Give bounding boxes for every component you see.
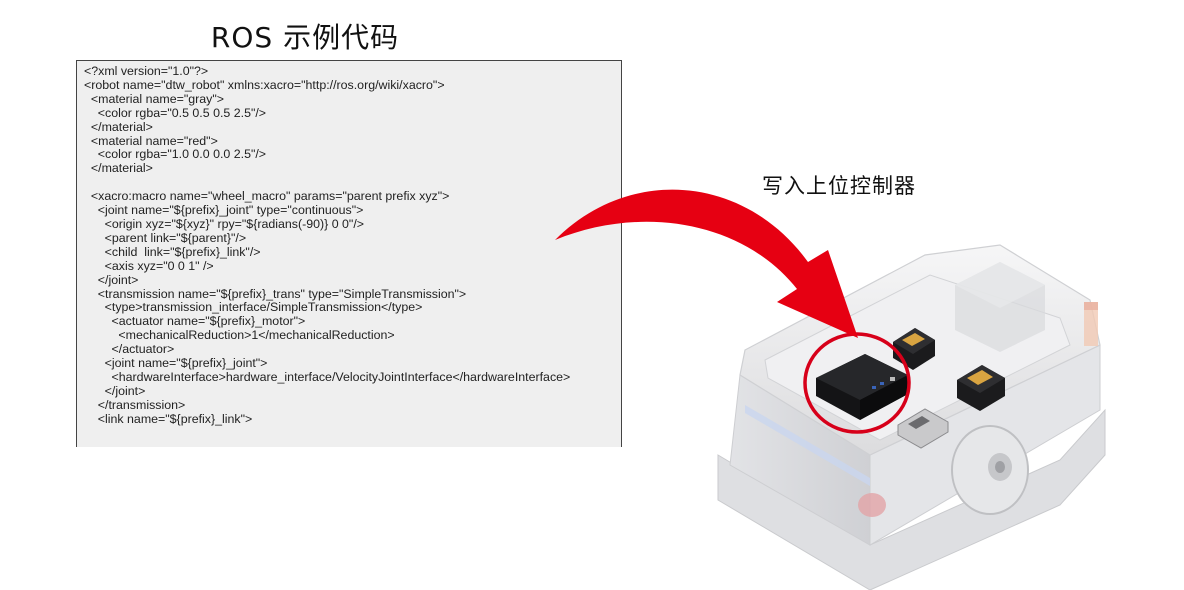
code-line: </material> <box>84 161 153 176</box>
code-line: </transmission> <box>84 397 186 412</box>
code-line: <type>transmission_interface/SimpleTrans… <box>84 300 423 315</box>
code-line: <material name="red"> <box>84 133 218 148</box>
code-panel: <?xml version="1.0"?><robot name="dtw_ro… <box>76 60 622 447</box>
code-line: <robot name="dtw_robot" xmlns:xacro="htt… <box>84 77 445 92</box>
code-line: <axis xyz="0 0 1" /> <box>84 258 214 273</box>
highlight-circle <box>803 332 911 434</box>
motor-driver-module <box>957 365 1005 411</box>
code-line: <origin xyz="${xyz}" rpy="${radians(-90)… <box>84 216 365 231</box>
code-line: <xacro:macro name="wheel_macro" params="… <box>84 189 450 204</box>
code-line: <mechanicalReduction>1</mechanicalReduct… <box>84 328 395 343</box>
page-title: ROS 示例代码 <box>210 21 400 54</box>
code-line: </joint> <box>84 383 146 398</box>
code-line: <color rgba="1.0 0.0 0.0 2.5"/> <box>84 147 267 162</box>
upper-controller <box>816 354 908 420</box>
write-to-controller-label: 写入上位控制器 <box>762 174 916 198</box>
code-line: <actuator name="${prefix}_motor"> <box>84 314 306 329</box>
robot-illustration <box>717 244 1106 590</box>
code-line: <hardwareInterface>hardware_interface/Ve… <box>84 369 571 384</box>
code-line: <link name="${prefix}_link"> <box>84 411 253 426</box>
code-line: </material> <box>84 119 153 134</box>
code-line: <parent link="${parent}"/> <box>84 230 247 245</box>
code-line: <transmission name="${prefix}_trans" typ… <box>84 286 467 301</box>
code-line: <joint name="${prefix}_joint" type="cont… <box>84 203 364 218</box>
code-line: </actuator> <box>84 342 175 357</box>
code-line: </joint> <box>84 272 139 287</box>
interface-board <box>897 408 949 449</box>
code-line: <child link="${prefix}_link"/> <box>84 244 261 259</box>
code-line: <?xml version="1.0"?> <box>84 64 209 78</box>
code-block: <?xml version="1.0"?><robot name="dtw_ro… <box>77 61 621 427</box>
code-line: <color rgba="0.5 0.5 0.5 2.5"/> <box>84 105 267 120</box>
code-line: <material name="gray"> <box>84 91 224 106</box>
curved-arrow-icon <box>555 189 858 338</box>
code-line: <joint name="${prefix}_joint"> <box>84 356 268 371</box>
